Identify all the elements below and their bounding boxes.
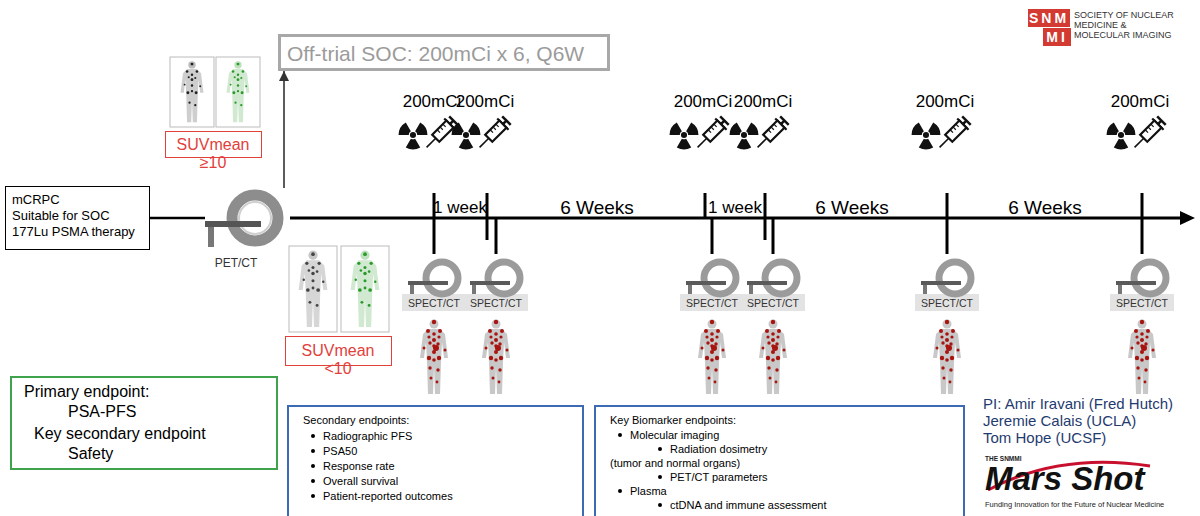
- logo-mark: SNM: [1028, 9, 1070, 27]
- endpoint-list-box: Secondary endpoints: Radiographic PFSPSA5…: [287, 405, 584, 516]
- node-text: mCRPC: [12, 192, 142, 208]
- threshold-box: SUVmean <10: [285, 336, 392, 366]
- bullet-dot: [618, 489, 622, 493]
- node-item-text: PSA-PFS: [68, 402, 268, 421]
- bullet-dot: [311, 464, 315, 468]
- interval-label: 6 Weeks: [807, 196, 897, 219]
- pet-ct-scanner: [205, 188, 290, 254]
- node-item-text: Radiographic PFS: [323, 429, 573, 443]
- investigator-name: Tom Hope (UCSF): [983, 429, 1198, 446]
- bullet-dot: [658, 447, 662, 451]
- spect-body-images: [420, 320, 1156, 395]
- bullet-dot: [658, 475, 662, 479]
- scan-label: SPECT/CT: [1112, 297, 1172, 310]
- endpoint-box: Primary endpoint:PSA-PFS Key secondary en…: [10, 376, 278, 470]
- node-text: SUVmean ≥10: [166, 136, 260, 172]
- node-item-text: Molecular imaging: [630, 428, 930, 442]
- investigator-name: PI: Amir Iravani (Fred Hutch): [983, 395, 1198, 412]
- bullet-dot: [311, 434, 315, 438]
- node-item-text: Patient-reported outcomes: [323, 489, 573, 503]
- bullet-dot: [658, 503, 662, 507]
- node-text: Secondary endpoints:: [303, 413, 563, 427]
- bullet-dot: [311, 449, 315, 453]
- biomarker-box: Key Biomarker endpoints:Molecular imagin…: [594, 405, 965, 516]
- scan-label: SPECT/CT: [917, 297, 977, 310]
- node-item-text: Safety: [68, 444, 268, 463]
- imaging-ticks: [434, 218, 1142, 254]
- bullet-dot: [618, 433, 622, 437]
- node-text: Primary endpoint:: [24, 382, 264, 401]
- node-item-text: Overall survival: [323, 474, 573, 488]
- off-trial-box: Off-trial SOC: 200mCi x 6, Q6W: [278, 34, 610, 71]
- node-item-text: Plasma: [630, 484, 930, 498]
- dose-ticks: [434, 193, 1142, 240]
- dose-label: 200mCi: [1105, 92, 1175, 112]
- scan-label: SPECT/CT: [404, 297, 464, 310]
- bullet-dot: [311, 479, 315, 483]
- node-item-text: Radiation dosimetry (tumor and normal or…: [610, 442, 785, 470]
- logo-text: SOCIETY OF NUCLEAR MEDICINE & MOLECULAR …: [1074, 10, 1179, 40]
- dose-label: 200mCi: [728, 92, 798, 112]
- node-item-text: ctDNA and immune assessment: [670, 498, 930, 512]
- threshold-box: SUVmean ≥10: [165, 131, 262, 158]
- logo-wordmark: Mars Shot: [985, 460, 1195, 497]
- node-item-text: Key secondary endpoint: [34, 424, 274, 443]
- patient-box: mCRPCSuitable for SOC 177Lu PSMA therapy: [5, 186, 150, 250]
- dose-label: 200mCi: [910, 92, 980, 112]
- node-item-text: PSA50: [323, 444, 573, 458]
- node-item-text: Response rate: [323, 459, 573, 473]
- dose-label: 200mCi: [668, 92, 738, 112]
- pet-ct-icon: PET/CT: [205, 188, 290, 272]
- node-item-text: PET/CT parameters: [670, 470, 930, 484]
- interval-label: 1 week: [705, 198, 765, 218]
- node-text: Off-trial SOC: 200mCi x 6, Q6W: [287, 42, 607, 66]
- investigator-name: Jeremie Calais (UCLA): [983, 412, 1198, 429]
- bullet-dot: [311, 494, 315, 498]
- scan-label: SPECT/CT: [466, 297, 526, 310]
- node-item-text: Suitable for SOC 177Lu PSMA therapy: [12, 208, 142, 240]
- pet-thumbnails: [170, 57, 389, 332]
- connector-line: [283, 71, 285, 188]
- syringe-icons: [421, 115, 1167, 153]
- scan-label: SPECT/CT: [743, 297, 803, 310]
- interval-label: 1 week: [430, 198, 490, 218]
- node-text: PET/CT: [211, 256, 261, 270]
- interval-label: 6 Weeks: [1000, 196, 1090, 219]
- interval-label: 6 Weeks: [552, 196, 642, 219]
- logo-mark: MI: [1043, 28, 1071, 46]
- connector-line: [150, 217, 205, 220]
- node-text: Key Biomarker endpoints:: [610, 413, 910, 427]
- spect-scanner-icons: [402, 262, 1174, 311]
- node-text: SUVmean <10: [286, 342, 390, 378]
- dose-label: 200mCi: [450, 92, 520, 112]
- logo-tagline: Funding Innovation for the Future of Nuc…: [985, 500, 1200, 509]
- scan-label: SPECT/CT: [682, 297, 742, 310]
